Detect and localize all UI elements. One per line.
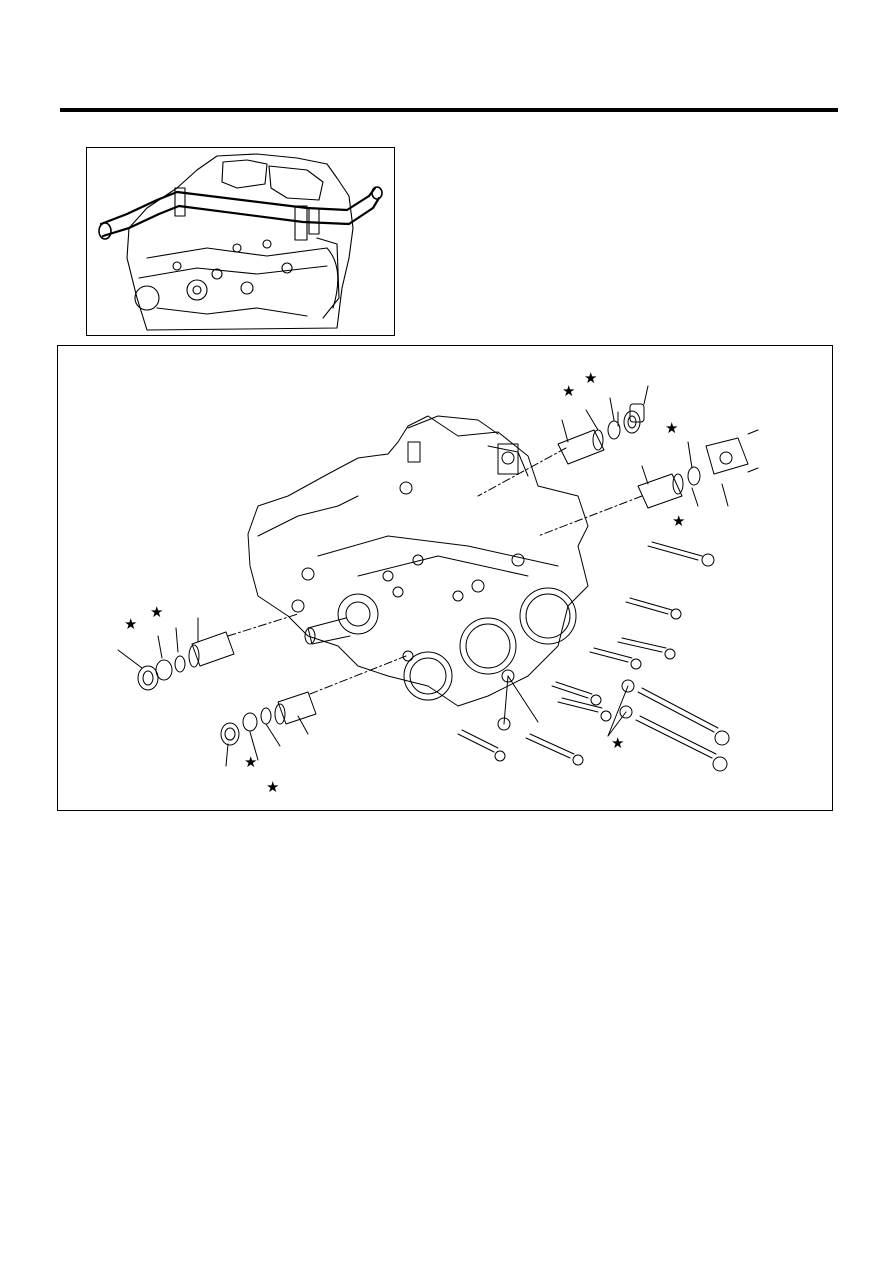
star-icon: ★ [244,753,257,771]
leader-lines [117,397,729,767]
engine-overview-drawing [98,153,383,331]
star-icon: ★ [266,778,279,796]
header-rule [60,108,838,112]
left-dowel-group [137,613,407,746]
star-icon: ★ [150,603,163,621]
upper-dowel-group [477,385,649,497]
bolts-right [457,541,730,772]
star-icon: ★ [584,369,597,387]
star-icon: ★ [124,615,137,633]
star-icon: ★ [672,512,685,530]
star-icon: ★ [611,734,624,752]
engine-overview-figure [86,147,395,336]
star-icon: ★ [665,419,678,437]
exploded-view-figure: ★ ★ ★ ★ ★ ★ ★ ★ ★ [57,345,833,811]
star-icon: ★ [562,382,575,400]
right-plate-group [537,429,759,537]
exploded-view-drawing: ★ ★ ★ ★ ★ ★ ★ ★ ★ [117,369,759,796]
